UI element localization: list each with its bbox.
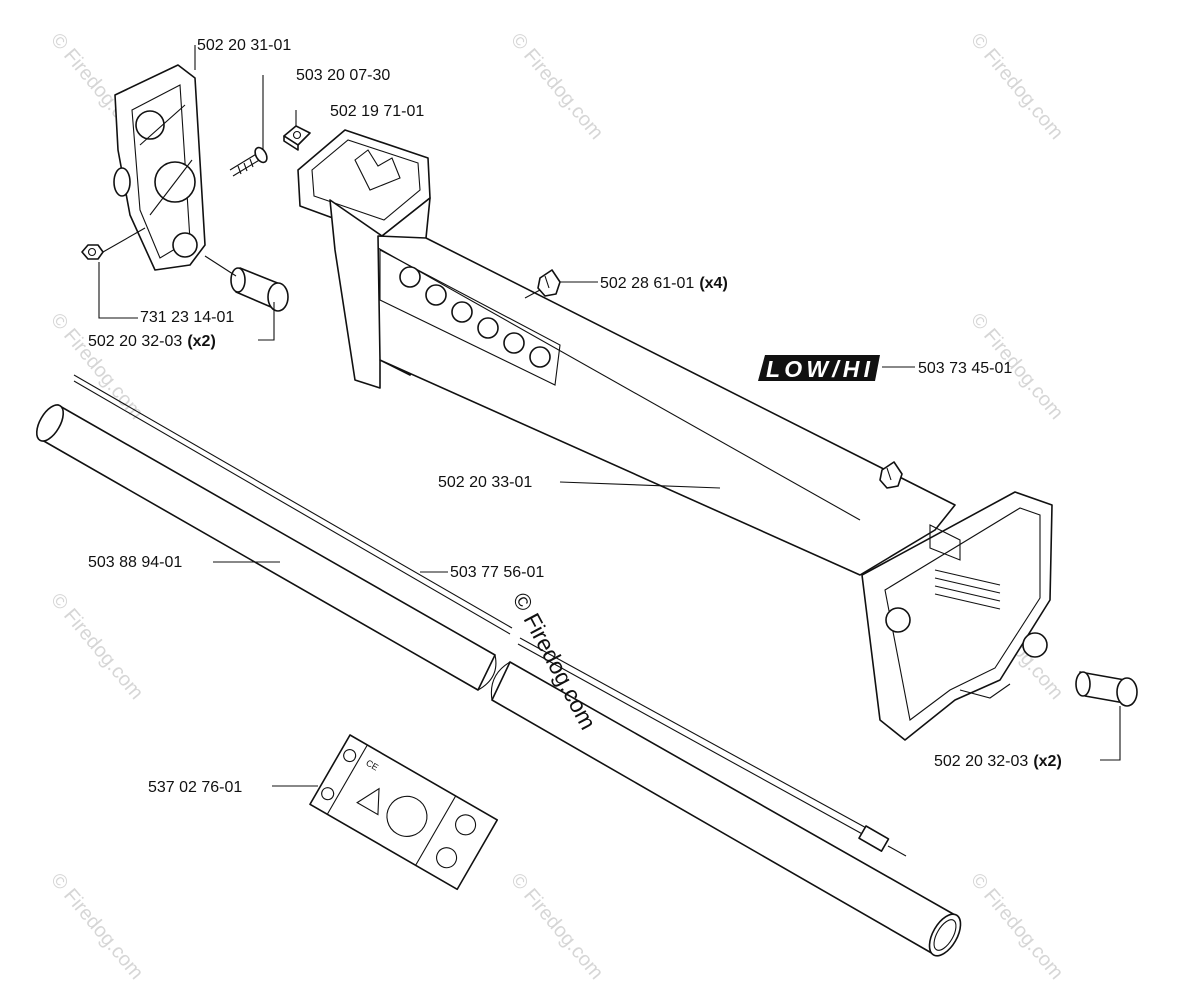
label-end-cap-right-number: 502 20 32-03: [934, 753, 1028, 770]
watermark: © Firedog.com: [966, 29, 1067, 144]
decal-part: LOW/HI: [758, 355, 880, 382]
label-cable-clip-qty: (x4): [699, 275, 727, 292]
watermark: © Firedog.com: [506, 29, 607, 144]
end-cap-right-part: [1075, 671, 1138, 707]
label-decal: 503 73 45-01: [918, 360, 1012, 377]
label-square-nut: 502 19 71-01: [330, 103, 424, 120]
label-warning-label: 537 02 76-01: [148, 779, 242, 796]
screw-part: [229, 146, 268, 177]
label-screw: 503 20 07-30: [296, 67, 390, 84]
label-tube: 503 88 94-01: [88, 554, 182, 571]
label-handle-frame: 502 20 33-01: [438, 474, 532, 491]
end-cap-left-part: [204, 255, 289, 312]
handle-frame-part: [297, 129, 1053, 741]
watermark: © Firedog.com: [46, 869, 147, 984]
cable-clip-part: [524, 269, 561, 299]
decal-logo-text: LOW/HI: [766, 356, 871, 382]
handle-grip-part: [113, 64, 206, 271]
tube-part: [35, 404, 962, 957]
watermark: © Firedog.com: [506, 869, 607, 984]
warning-label-part: CE: [309, 734, 499, 891]
label-end-cap-left-number: 502 20 32-03: [88, 333, 182, 350]
cable-clip-part: [879, 461, 903, 489]
square-nut-part: [283, 125, 311, 151]
label-end-cap-right-qty: (x2): [1033, 753, 1061, 770]
label-hex-nut: 731 23 14-01: [140, 309, 234, 326]
label-end-cap-left-qty: (x2): [187, 333, 215, 350]
label-end-cap-left: 502 20 32-03 (x2): [88, 333, 216, 350]
label-end-cap-right: 502 20 32-03 (x2): [934, 753, 1062, 770]
label-throttle-cable: 503 77 56-01: [450, 564, 544, 581]
watermark: © Firedog.com: [46, 589, 147, 704]
throttle-cable-part: [73, 374, 907, 857]
watermark: © Firedog.com: [966, 869, 1067, 984]
label-handle-grip: 502 20 31-01: [197, 37, 291, 54]
leader-lines: [98, 45, 1121, 787]
hex-nut-part: [81, 227, 146, 260]
labels: 502 20 31-01 503 20 07-30 502 19 71-01 5…: [88, 37, 1062, 796]
label-cable-clip-number: 502 28 61-01: [600, 275, 694, 292]
label-cable-clip: 502 28 61-01 (x4): [600, 275, 728, 292]
